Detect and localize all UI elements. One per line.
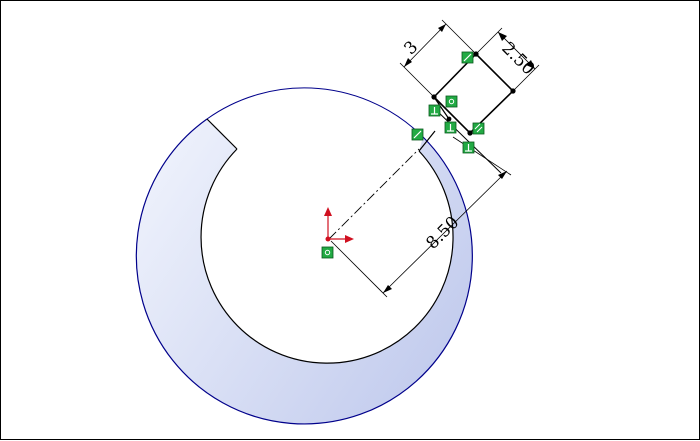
parallel-relation-icon[interactable]: [472, 122, 485, 135]
keyway-rectangle[interactable]: [433, 52, 515, 135]
perpendicular-relation-icon-2[interactable]: [444, 121, 457, 134]
origin-icon[interactable]: [324, 207, 354, 243]
dimension-offset[interactable]: 8.50: [330, 136, 512, 298]
right-keyway-edge[interactable]: [418, 130, 436, 152]
inner-arc[interactable]: [200, 148, 454, 364]
keyway-base-line[interactable]: [432, 106, 502, 174]
centerline[interactable]: [328, 148, 420, 240]
origin-coincident-icon[interactable]: [321, 246, 334, 259]
coincident-relation-icon[interactable]: [461, 51, 474, 64]
coincident-relation-icon-3[interactable]: [411, 128, 424, 141]
coincident-relation-icon-2[interactable]: [445, 95, 458, 108]
perpendicular-relation-icon[interactable]: [428, 104, 441, 117]
dimension-width-label[interactable]: 2.50: [497, 38, 538, 79]
vertex-e[interactable]: [446, 116, 452, 122]
vertex-d[interactable]: [467, 130, 473, 136]
keyway-inner-line[interactable]: [433, 96, 450, 120]
outer-arc[interactable]: [135, 118, 473, 425]
dimension-depth-label[interactable]: 3: [400, 37, 422, 59]
ring-body[interactable]: [136, 119, 473, 424]
perpendicular-relation-icon-3[interactable]: [462, 141, 475, 154]
dimension-width[interactable]: 2.50: [475, 27, 540, 92]
left-keyway-edge[interactable]: [206, 118, 238, 150]
outer-arc-top[interactable]: [206, 87, 424, 138]
